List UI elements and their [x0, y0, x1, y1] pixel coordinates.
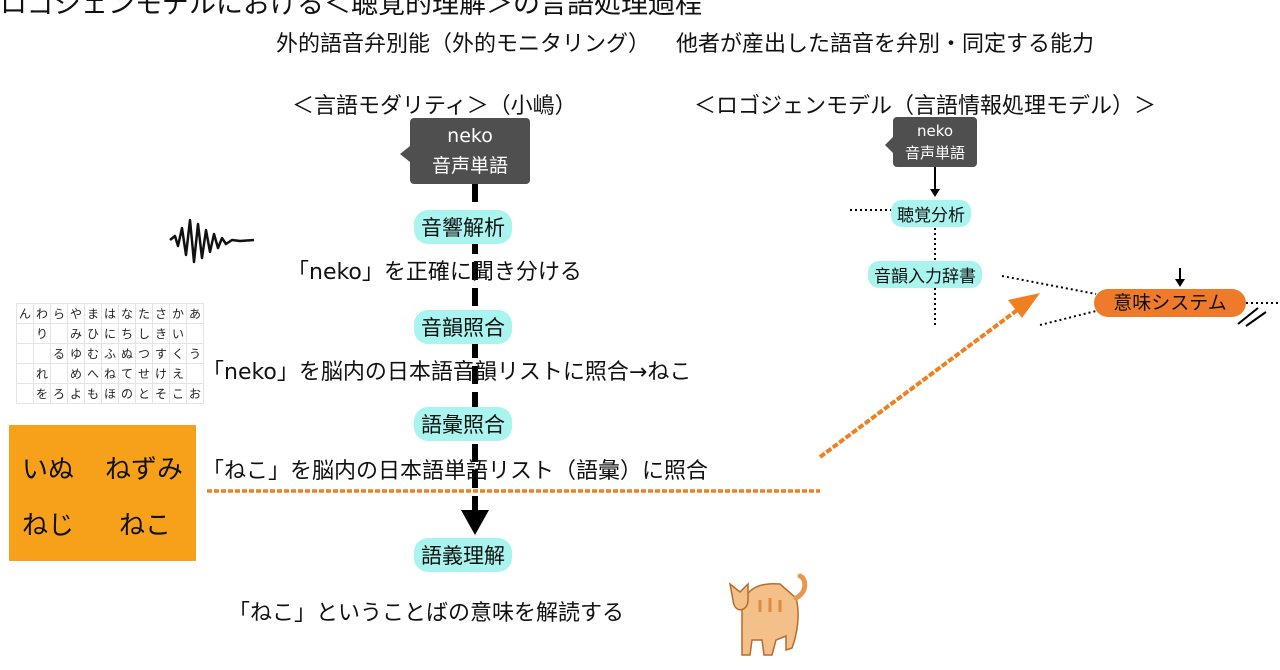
stage-phonological-desc: 「neko」を脳内の日本語音韻リストに照合→ねこ — [202, 360, 692, 385]
semantic-output-mark-2 — [1245, 311, 1267, 327]
input-label: 音声単語 — [431, 155, 508, 177]
vocab-word: いぬ — [22, 455, 75, 485]
stage-semantic-desc: 「ねこ」ということばの意味を解読する — [228, 601, 625, 626]
vocab-word: ねずみ — [105, 455, 184, 485]
semantic-input-arrowhead — [1175, 279, 1185, 287]
page-title: ロゴジェンモデルにおける＜聴覚的理解＞の言語処理過程 — [0, 0, 702, 20]
left-heading: ＜言語モダリティ＞（小嶋） — [292, 94, 577, 119]
kana-row: るゆむふぬつすくう — [16, 343, 204, 364]
subtitle: 外的語音弁別能（外的モニタリング） 他者が産出した語音を弁別・同定する能力 — [276, 26, 1094, 58]
sound-waveform-icon — [169, 218, 255, 264]
kana-row: りみひにちしきい — [16, 323, 204, 344]
vocab-word: ねこ — [119, 511, 172, 541]
logogen-dot-lower — [1039, 310, 1097, 326]
orange-arrow-line — [818, 306, 1022, 459]
stage-semantic: 語義理解 — [414, 538, 512, 572]
right-heading: ＜ロゴジェンモデル（言語情報処理モデル）＞ — [694, 94, 1157, 119]
vocabulary-box: いぬ ねずみ ねじ ねこ — [9, 425, 196, 561]
semantic-system-node: 意味システム — [1094, 289, 1246, 317]
kana-row: んわらやまはなたさかあ — [16, 303, 204, 324]
input-word: neko — [447, 125, 493, 147]
vocab-word: ねじ — [22, 511, 75, 541]
auditory-analysis-node: 聴覚分析 — [891, 200, 971, 227]
semantic-output-mark — [1237, 307, 1259, 325]
subtitle-right: 他者が産出した語音を弁別・同定する能力 — [676, 32, 1095, 57]
flow-arrowhead — [461, 510, 489, 535]
kana-row: をろよもほのとそこお — [16, 383, 204, 404]
stage-acoustic-desc: 「neko」を正確に聞き分ける — [287, 260, 582, 285]
kana-row: れめへねてせけえ — [16, 363, 204, 384]
orange-arrowhead — [1008, 293, 1040, 318]
stage-phonological: 音韻照合 — [414, 310, 512, 344]
logogen-input-bubble: neko 音声単語 — [885, 117, 977, 167]
stage-lexical: 語彙照合 — [414, 407, 512, 441]
kana-table: んわらやまはなたさかあ りみひにちしきい るゆむふぬつすくう れめへねてせけえ … — [16, 303, 204, 404]
logogen-input-word: neko — [916, 122, 954, 140]
logogen-arrowhead — [930, 189, 940, 197]
subtitle-left: 外的語音弁別能（外的モニタリング） — [276, 32, 651, 57]
input-bubble: neko 音声単語 — [400, 118, 530, 184]
logogen-dot-to-semantic — [1001, 275, 1097, 295]
cat-icon — [728, 573, 808, 656]
phonological-input-lexicon-node: 音韻入力辞書 — [868, 261, 982, 288]
logogen-input-label: 音声単語 — [904, 144, 965, 162]
stage-acoustic: 音響解析 — [414, 210, 512, 244]
stage-lexical-desc: 「ねこ」を脳内の日本語単語リスト（語彙）に照合 — [202, 459, 709, 484]
